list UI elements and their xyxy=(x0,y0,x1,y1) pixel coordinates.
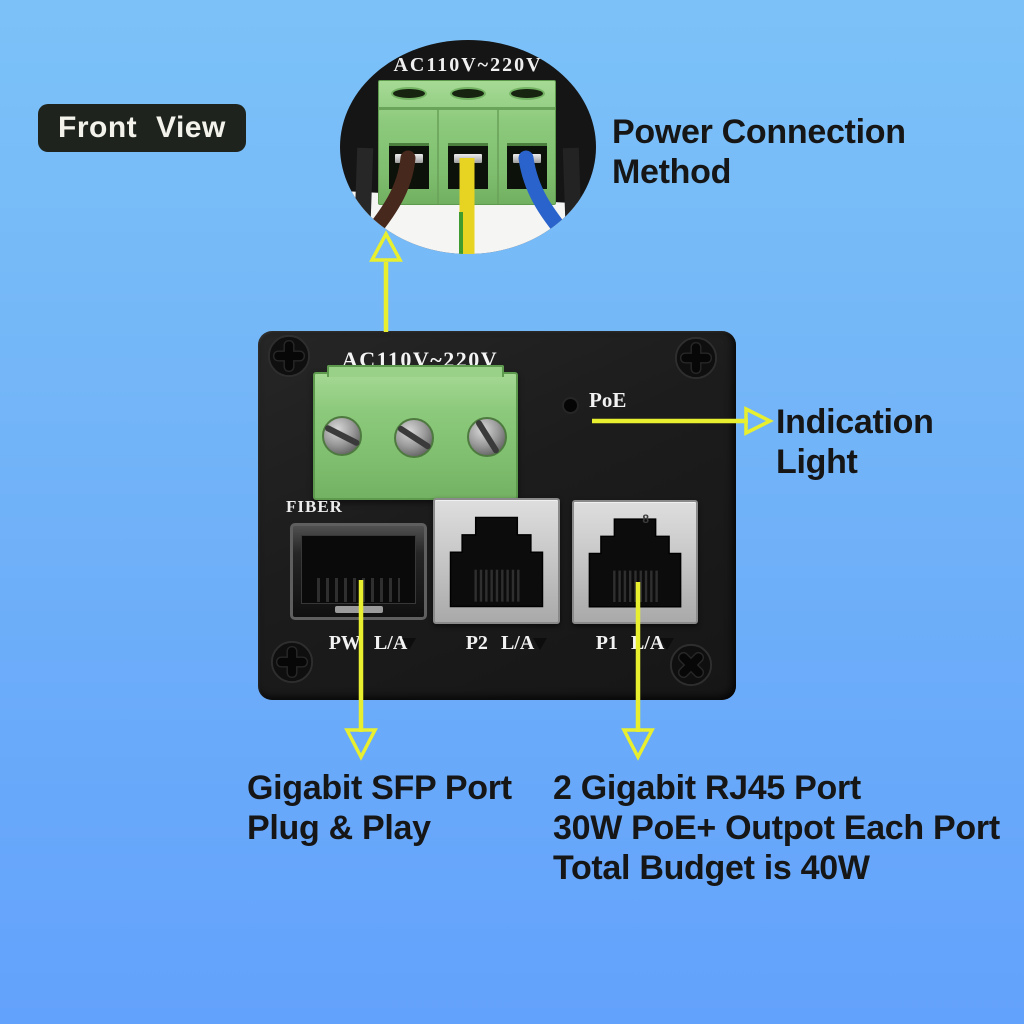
power-connection-callout: Power Connection Method xyxy=(612,112,906,192)
sfp-callout-line2: Plug & Play xyxy=(247,809,431,847)
port-label-pw: PW L/A xyxy=(320,632,416,655)
sfp-port xyxy=(290,523,427,620)
corner-screw-icon xyxy=(270,640,314,684)
sfp-callout-line1: Gigabit SFP Port xyxy=(247,769,512,807)
poe-switch-device: AC110V~220V xyxy=(258,331,736,700)
terminal-screw-icon xyxy=(467,417,507,457)
rj45-jack-opening xyxy=(449,516,544,608)
corner-screw-icon xyxy=(267,334,311,378)
terminal-screw-hole xyxy=(391,87,427,100)
power-connector-inset: AC110V~220V xyxy=(340,40,596,254)
wire-brown xyxy=(348,150,416,254)
terminal-screw-hole xyxy=(450,87,486,100)
inset-voltage-label: AC110V~220V xyxy=(393,54,543,76)
rj45-jack-opening xyxy=(588,518,682,608)
indication-light-callout: Indication Light xyxy=(776,403,934,481)
port-mold-marking: 8 xyxy=(642,512,649,526)
front-view-badge: Front View xyxy=(38,104,246,152)
terminal-separator xyxy=(497,109,499,204)
front-view-label: Front View xyxy=(58,111,226,144)
sfp-pins xyxy=(317,578,400,602)
terminal-block-ridge xyxy=(379,107,555,110)
rj45-callout-line2: 30W PoE+ Outpot Each Port xyxy=(553,809,1000,847)
corner-screw-icon xyxy=(669,643,713,687)
port-triangle-marker xyxy=(660,638,674,650)
rj45-port-p2 xyxy=(433,498,560,624)
terminal-screw-icon xyxy=(322,416,362,456)
rj45-callout-line1: 2 Gigabit RJ45 Port xyxy=(553,769,861,807)
wire-blue xyxy=(518,150,584,254)
port-triangle-marker xyxy=(533,638,547,650)
terminal-screw-icon xyxy=(394,418,434,458)
rj45-callout-line3: Total Budget is 40W xyxy=(553,849,870,887)
port-name: P2 xyxy=(465,632,488,654)
rj45-pins xyxy=(613,570,658,602)
power-callout-line2: Method xyxy=(612,153,732,191)
terminal-block-lip xyxy=(327,365,504,377)
rj45-port-p1: 8 xyxy=(572,500,698,624)
terminal-screw-hole xyxy=(509,87,545,100)
sfp-latch xyxy=(334,606,383,613)
power-wires xyxy=(348,150,584,254)
port-label-p1: P1 L/A xyxy=(594,632,666,655)
power-terminal-block xyxy=(313,365,518,500)
poe-label: PoE xyxy=(589,388,627,412)
port-name: PW xyxy=(328,632,361,654)
power-callout-line1: Power Connection xyxy=(612,113,906,151)
port-status: L/A xyxy=(373,632,408,654)
poe-indicator-light xyxy=(564,399,577,412)
terminal-screws xyxy=(322,416,507,458)
port-label-p2: P2 L/A xyxy=(464,632,536,655)
terminal-separator xyxy=(437,109,439,204)
rj45-pins xyxy=(474,569,520,602)
corner-screw-icon xyxy=(674,336,718,380)
rj45-port-callout: 2 Gigabit RJ45 Port 30W PoE+ Outpot Each… xyxy=(553,768,1000,888)
port-name: P1 xyxy=(595,632,618,654)
sfp-port-callout: Gigabit SFP Port Plug & Play xyxy=(247,768,512,848)
fiber-label: FIBER xyxy=(286,497,343,516)
port-triangle-marker xyxy=(402,638,416,650)
port-status: L/A xyxy=(500,632,535,654)
